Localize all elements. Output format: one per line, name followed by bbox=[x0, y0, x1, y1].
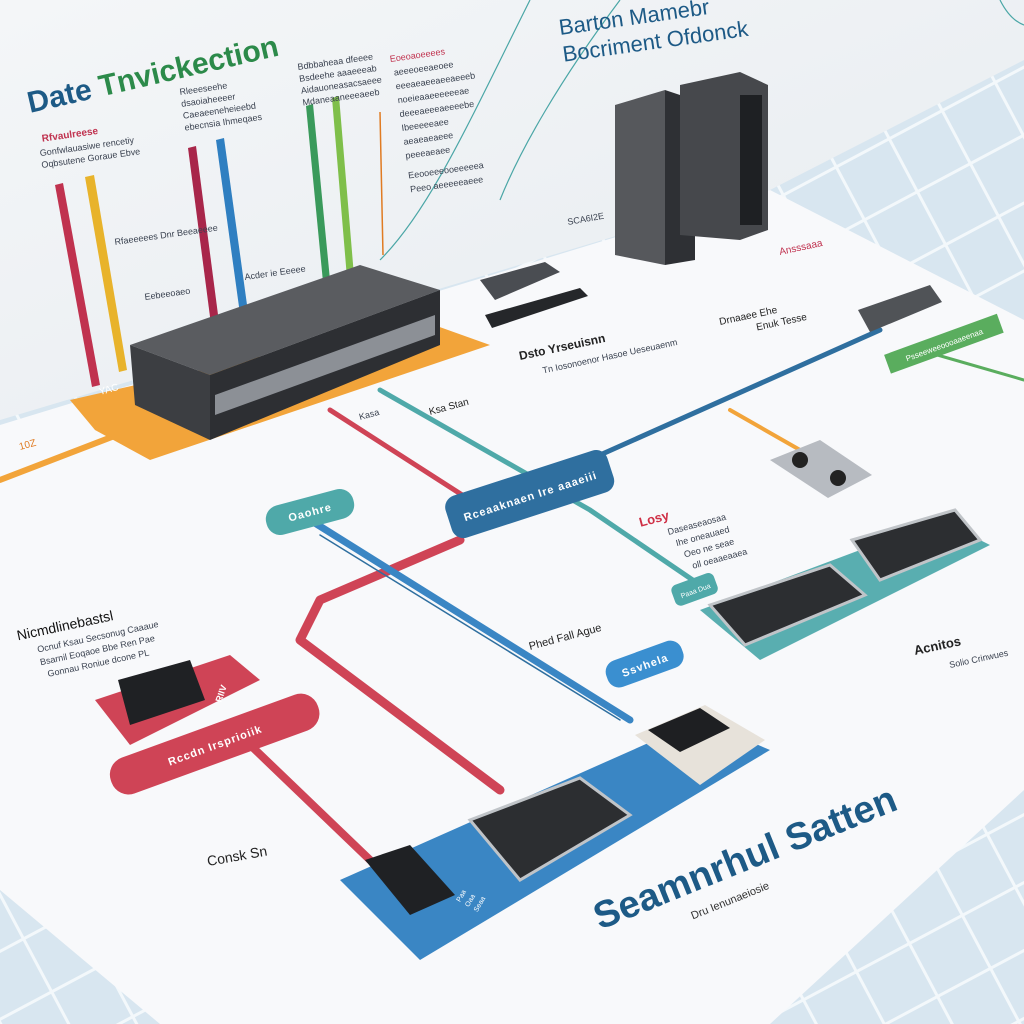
usb-adapter bbox=[480, 262, 588, 328]
switch-tag: YAC bbox=[98, 382, 120, 398]
server-tower bbox=[615, 72, 768, 265]
orange-tag: 10Z bbox=[18, 438, 37, 453]
wall-bars bbox=[55, 96, 384, 387]
connection-lines bbox=[0, 327, 1024, 864]
ic-chip-array bbox=[118, 508, 983, 915]
center-pill[interactable]: Rceaaknaen Ire aaaeiii bbox=[442, 447, 617, 541]
media-converter bbox=[858, 285, 942, 332]
red-pill[interactable]: Rccdn Irsprioiik bbox=[105, 689, 325, 800]
network-switch bbox=[130, 265, 440, 440]
small-teal-pill[interactable]: Paaa Dua bbox=[670, 571, 720, 607]
teal-pill[interactable]: Oaohre bbox=[263, 486, 358, 538]
wall-curve bbox=[379, 0, 1024, 261]
dual-port-module bbox=[770, 440, 872, 498]
